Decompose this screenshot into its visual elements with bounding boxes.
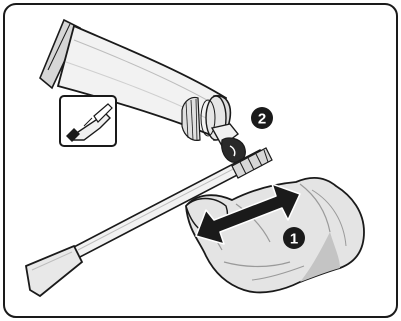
step-badge-2: 2 bbox=[251, 107, 273, 129]
step-number-2: 2 bbox=[258, 111, 266, 128]
grease-brush-application-icon bbox=[60, 96, 116, 146]
step-number-1: 1 bbox=[290, 231, 298, 248]
step-badge-1: 1 bbox=[283, 227, 305, 249]
